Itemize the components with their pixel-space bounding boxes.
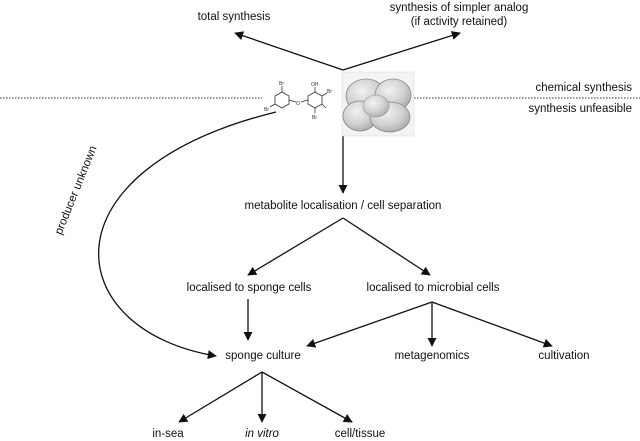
arrow-to-total-synthesis	[234, 31, 344, 71]
molecule-br-3: Br	[327, 89, 332, 95]
synthesis-unfeasible-label: synthesis unfeasible	[528, 103, 632, 115]
arrow-microbial-to-cultivation	[431, 301, 553, 348]
cell-tissue-label: cell/tissue	[334, 428, 386, 440]
metagenomics-label: metagenomics	[394, 350, 470, 362]
molecule-icon	[269, 86, 328, 113]
arrow-microbial-to-culture	[306, 301, 433, 348]
localisation-label: metabolite localisation / cell separatio…	[244, 200, 442, 212]
arrow-culture-to-in-sea	[178, 371, 263, 423]
molecule-br-1: Br	[279, 81, 284, 87]
simpler-analog-label-line1: synthesis of simpler analog	[389, 2, 529, 14]
arrow-to-simpler-analog	[342, 31, 461, 71]
total-synthesis-label: total synthesis	[197, 11, 271, 23]
molecule-oh: OH	[311, 82, 319, 88]
sponge-image-icon	[341, 71, 415, 137]
molecule-br-2: Br	[264, 107, 269, 113]
molecule-br-4: Br	[312, 115, 317, 121]
cultivation-label: cultivation	[538, 350, 590, 362]
in-vitro-label: in vitro	[245, 428, 279, 440]
molecule-o: O	[296, 101, 300, 107]
localised-sponge-label: localised to sponge cells	[186, 282, 312, 294]
in-sea-label: in-sea	[152, 428, 184, 440]
sponge-culture-label: sponge culture	[225, 350, 301, 362]
arrow-producer-unknown	[98, 111, 277, 360]
chemical-synthesis-label: chemical synthesis	[535, 82, 632, 94]
simpler-analog-label-line2: (if activity retained)	[410, 16, 508, 28]
arrow-to-sponge-cells	[247, 217, 344, 276]
arrow-culture-to-cell-tissue	[261, 371, 353, 423]
arrow-to-microbial-cells	[342, 217, 431, 276]
localised-microbial-label: localised to microbial cells	[366, 282, 500, 294]
